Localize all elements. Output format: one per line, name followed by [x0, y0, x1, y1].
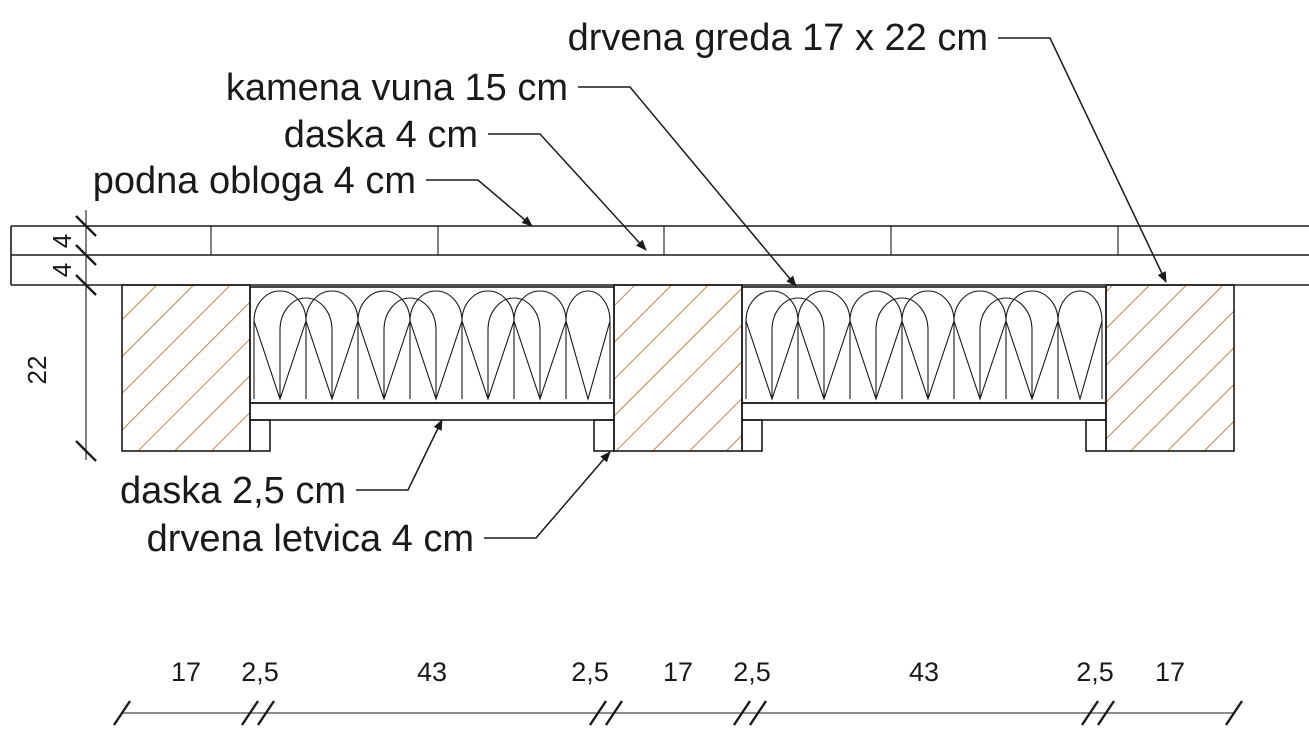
vdim-floor-cover: 4 [47, 234, 77, 248]
batten-1a [249, 419, 271, 452]
hdim-tick [605, 700, 623, 726]
hdim-batten-3: 2,5 [733, 657, 771, 687]
hdim-beam-3: 17 [1155, 657, 1185, 687]
vdim-board: 4 [47, 263, 77, 277]
batten-1b [593, 419, 615, 452]
horizontal-dimension: 17 2,5 43 2,5 17 2,5 43 2,5 17 [113, 657, 1243, 726]
beam-2 [613, 284, 743, 452]
labels: drvena greda 17 x 22 cm kamena vuna 15 c… [93, 17, 988, 560]
vertical-dimension: 4 4 22 [22, 210, 97, 462]
hdim-bay-2: 43 [909, 657, 939, 687]
beam-3 [1105, 284, 1235, 452]
hdim-beam-1: 17 [171, 657, 201, 687]
bottom-board-1 [249, 402, 615, 421]
hdim-tick [241, 700, 259, 726]
insulation-bay-1 [249, 286, 615, 452]
hdim-batten-4: 2,5 [1076, 657, 1114, 687]
leader-lines [356, 37, 1167, 539]
leader-batten [484, 451, 611, 539]
insulation-loops-1 [253, 290, 611, 399]
leader-floor-cover [426, 179, 533, 227]
insulation-loops-1b [279, 297, 541, 399]
hdim-tick [113, 700, 131, 726]
hdim-batten-2: 2,5 [571, 657, 609, 687]
hdim-tick [589, 700, 607, 726]
hdim-bay-1: 43 [417, 657, 447, 687]
hdim-tick [1225, 700, 1243, 726]
leader-beam [998, 37, 1167, 283]
hdim-batten-1: 2,5 [241, 657, 279, 687]
beam-1 [121, 284, 251, 452]
label-board-top: daska 4 cm [284, 114, 478, 156]
hdim-tick [257, 700, 275, 726]
insulation-zigzag-1 [253, 319, 611, 402]
hdim-tick [733, 700, 751, 726]
hdim-tick [1081, 700, 1099, 726]
label-board-bottom: daska 2,5 cm [120, 470, 346, 512]
beams [121, 284, 1235, 452]
batten-2a [741, 419, 763, 452]
label-insulation: kamena vuna 15 cm [226, 67, 568, 109]
label-beam: drvena greda 17 x 22 cm [568, 17, 988, 59]
floor-cover-layer [11, 225, 1309, 256]
vdim-beam: 22 [22, 356, 52, 385]
batten-2b [1085, 419, 1107, 452]
insulation-bay-2 [741, 286, 1107, 452]
hdim-tick [749, 700, 767, 726]
hdim-tick [1097, 700, 1115, 726]
leader-insulation [578, 86, 797, 287]
label-batten: drvena letvica 4 cm [147, 518, 474, 560]
leader-board-top [488, 133, 647, 251]
hdim-beam-2: 17 [663, 657, 693, 687]
label-floor-cover: podna obloga 4 cm [93, 160, 416, 202]
leader-board-bottom [356, 419, 443, 491]
bottom-board-2 [741, 402, 1107, 421]
